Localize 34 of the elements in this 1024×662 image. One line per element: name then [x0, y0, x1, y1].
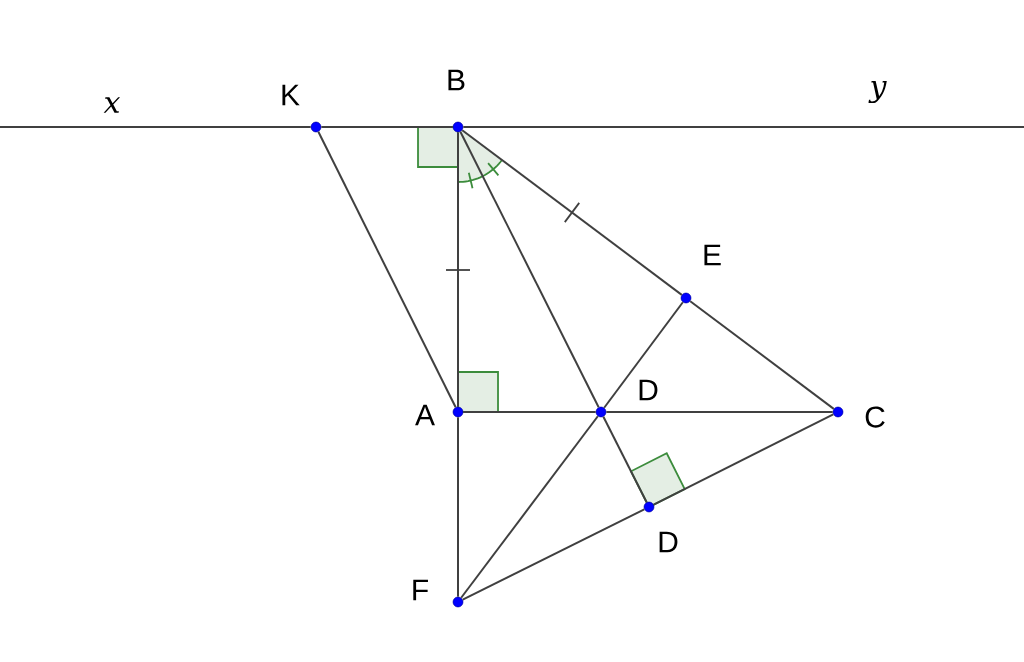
node-label: D	[659, 531, 678, 553]
point: F	[413, 579, 464, 608]
node-label: K	[282, 84, 300, 106]
point: K	[282, 84, 322, 133]
line-segment	[0, 126, 312, 128]
line-segment	[459, 130, 600, 409]
line-segment	[689, 300, 835, 410]
line-segment	[462, 411, 597, 413]
line-segment	[457, 131, 459, 408]
node-label: C	[865, 406, 885, 428]
line-segment	[461, 129, 683, 296]
line-segment	[460, 415, 599, 599]
line-label: y	[868, 80, 887, 104]
line-segment	[602, 415, 648, 504]
node-label: B	[448, 69, 465, 91]
point: B	[448, 69, 465, 133]
line-segment	[605, 411, 834, 413]
point: A	[415, 404, 464, 426]
node-label: F	[413, 579, 428, 601]
line-segment	[320, 126, 454, 128]
line-label: x	[103, 97, 121, 113]
node-label: E	[704, 244, 721, 266]
node-label: A	[415, 404, 435, 426]
point: D	[595, 379, 658, 418]
line-segment	[461, 508, 646, 601]
point: E	[680, 244, 721, 304]
line-segment	[462, 126, 1024, 128]
line-segment	[317, 130, 457, 409]
point: D	[643, 501, 678, 553]
node-label: D	[639, 379, 658, 401]
point: C	[832, 406, 885, 428]
line-segment	[457, 416, 459, 598]
line-segment	[603, 301, 684, 409]
line-segment	[652, 413, 835, 506]
